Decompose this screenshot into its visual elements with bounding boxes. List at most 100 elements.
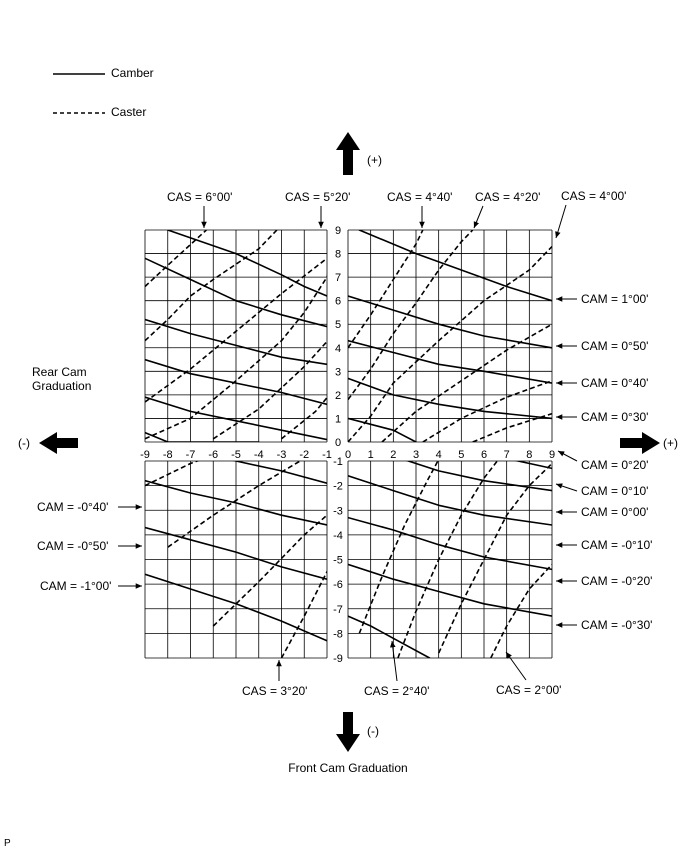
caster-curve <box>437 462 552 654</box>
cam-label-neg-0-20: CAM = -0°20' <box>581 574 652 588</box>
plus-label-right: (+) <box>663 436 678 450</box>
cas-label-3-20: CAS = 3°20' <box>242 684 307 698</box>
y-tick-label: 7 <box>335 272 341 284</box>
caster-curve <box>145 273 327 440</box>
camber-curve <box>145 358 327 406</box>
y-tick-label: 0 <box>335 437 341 449</box>
y-tick-label: 2 <box>335 390 341 402</box>
camber-curve <box>145 526 327 580</box>
x-tick-label: 0 <box>345 449 351 461</box>
camber-curve <box>145 431 260 442</box>
camber-curve <box>405 461 552 492</box>
cam-label-0-20: CAM = 0°20' <box>581 458 648 472</box>
x-tick-label: 3 <box>413 449 419 461</box>
x-tick-label: 1 <box>368 449 374 461</box>
arrow-up-icon <box>336 132 360 175</box>
plus-label-top: (+) <box>367 153 382 167</box>
x-tick-label: 2 <box>390 449 396 461</box>
figure-mark: P <box>4 838 11 849</box>
arrow-left-icon <box>39 432 78 454</box>
camber-curve <box>348 475 552 526</box>
camber-curve <box>348 615 431 658</box>
x-tick-label: -3 <box>277 449 287 461</box>
x-tick-label: -6 <box>208 449 218 461</box>
y-tick-label: 1 <box>335 413 341 425</box>
y-tick-label: 9 <box>335 225 341 237</box>
camber-curve <box>358 230 552 302</box>
cam-label-neg-1-00: CAM = -1°00' <box>40 579 111 593</box>
cam-label-1-00: CAM = 1°00' <box>581 292 648 306</box>
y-tick-label: -3 <box>333 505 343 517</box>
cam-label-0-50: CAM = 0°50' <box>581 339 648 353</box>
caster-curve <box>145 257 327 403</box>
cam-label-neg-0-30: CAM = -0°30' <box>581 618 652 632</box>
cas-label-2-40: CAS = 2°40' <box>364 684 429 698</box>
camber-curve <box>527 436 552 438</box>
caster-curve <box>472 412 552 442</box>
cam-label-0-40: CAM = 0°40' <box>581 376 648 390</box>
y-tick-label: 3 <box>335 366 341 378</box>
grid-ll <box>144 460 328 659</box>
curves-ll <box>145 461 327 658</box>
rear-cam-label-line1: Rear Cam <box>32 365 87 379</box>
camber-curve <box>145 257 327 328</box>
minus-label-left: (-) <box>18 436 30 450</box>
camber-curve <box>348 563 552 617</box>
arrow-cas-4-00 <box>555 204 567 239</box>
camber-curve <box>167 230 327 297</box>
arrow-cas-4-20 <box>473 205 484 229</box>
cam-label-0-00: CAM = 0°00' <box>581 505 648 519</box>
cas-label-4-40: CAS = 4°40' <box>387 190 452 204</box>
grid-ul <box>144 229 328 443</box>
cas-label-6-00: CAS = 6°00' <box>167 190 232 204</box>
caster-legend-label: Caster <box>111 105 146 119</box>
camber-legend-label: Camber <box>111 66 154 80</box>
caster-curve <box>397 461 499 658</box>
x-tick-label: -4 <box>254 449 264 461</box>
caster-curve <box>381 323 552 442</box>
x-tick-label: -5 <box>231 449 241 461</box>
x-tick-label: -1 <box>322 449 332 461</box>
camber-curve <box>348 339 552 384</box>
quadrant-lower-right <box>347 436 553 659</box>
x-tick-label: -9 <box>140 449 150 461</box>
x-tick-label: 4 <box>436 449 442 461</box>
caster-curve <box>490 563 552 658</box>
callout-arrows <box>118 204 578 682</box>
rear-cam-label-line2: Graduation <box>32 379 91 393</box>
quadrant-upper-left <box>144 229 328 443</box>
minus-label-bottom: (-) <box>367 724 379 738</box>
camber-curve <box>145 479 327 526</box>
x-tick-label: 8 <box>526 449 532 461</box>
grid-ur <box>347 229 553 443</box>
caster-curve <box>280 570 327 658</box>
y-tick-label: 6 <box>335 296 341 308</box>
y-tick-label: -6 <box>333 579 343 591</box>
caster-curve <box>145 461 200 487</box>
x-tick-label: -2 <box>299 449 309 461</box>
quadrant-lower-left <box>144 460 328 659</box>
arrow-cas-2-00 <box>505 651 527 681</box>
camber-curve <box>348 516 552 571</box>
curves-ur <box>348 230 552 442</box>
legend: Camber Caster <box>53 66 154 119</box>
front-cam-label: Front Cam Graduation <box>288 761 407 775</box>
y-tick-label: -7 <box>333 604 343 616</box>
arrow-cas-2-40 <box>390 640 398 682</box>
x-tick-label: -7 <box>186 449 196 461</box>
cas-label-4-00: CAS = 4°00' <box>561 189 626 203</box>
camber-curve <box>145 573 327 642</box>
x-tick-label: 5 <box>458 449 464 461</box>
caster-curve <box>348 245 552 442</box>
camber-curve <box>348 295 552 349</box>
callout-labels: CAS = 6°00' CAS = 5°20' CAS = 4°40' CAS … <box>37 189 652 698</box>
y-tick-label: -4 <box>333 530 343 542</box>
x-tick-label: -8 <box>163 449 173 461</box>
caster-curve <box>145 230 207 288</box>
caster-curve <box>212 340 327 440</box>
caster-curve <box>348 230 474 401</box>
y-tick-label: 5 <box>335 319 341 331</box>
cam-label-neg-0-40: CAM = -0°40' <box>37 500 108 514</box>
arrow-right-icon <box>620 432 660 454</box>
